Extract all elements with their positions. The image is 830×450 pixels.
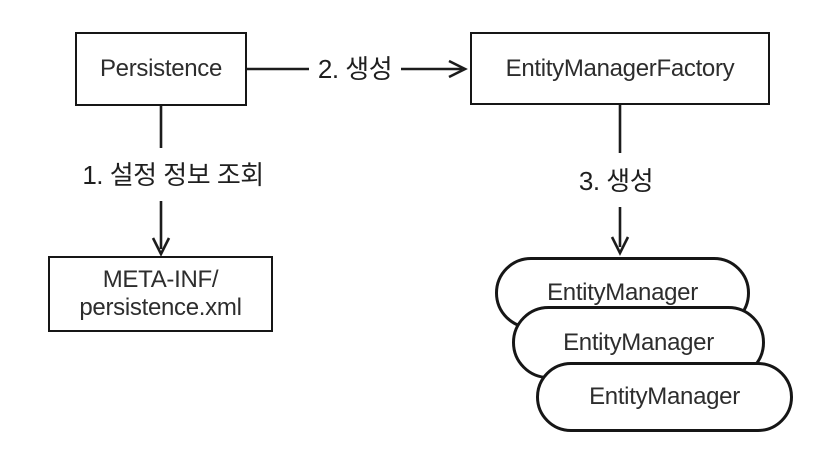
node-persistence: Persistence xyxy=(75,32,247,106)
node-persistence-label: Persistence xyxy=(99,55,223,82)
edge-label-create-manager: 3. 생성 xyxy=(578,166,654,196)
node-entity-manager-factory-label: EntityManagerFactory xyxy=(505,54,735,82)
node-entity-manager-label: EntityManager xyxy=(563,328,714,356)
node-entity-manager-factory: EntityManagerFactory xyxy=(470,32,770,105)
node-entity-manager-front: EntityManager xyxy=(536,362,793,432)
edge-label-config-lookup: 1. 설정 정보 조회 xyxy=(82,160,264,190)
node-entity-manager-label: EntityManager xyxy=(547,279,698,306)
node-entity-manager-label: EntityManager xyxy=(589,383,740,410)
node-meta-inf-label-line1: META-INF/ xyxy=(102,266,219,293)
edge-label-create-factory: 2. 생성 xyxy=(317,54,393,84)
node-meta-inf-persistence-xml: META-INF/ persistence.xml xyxy=(48,256,273,332)
node-meta-inf-label-line2: persistence.xml xyxy=(79,294,242,321)
